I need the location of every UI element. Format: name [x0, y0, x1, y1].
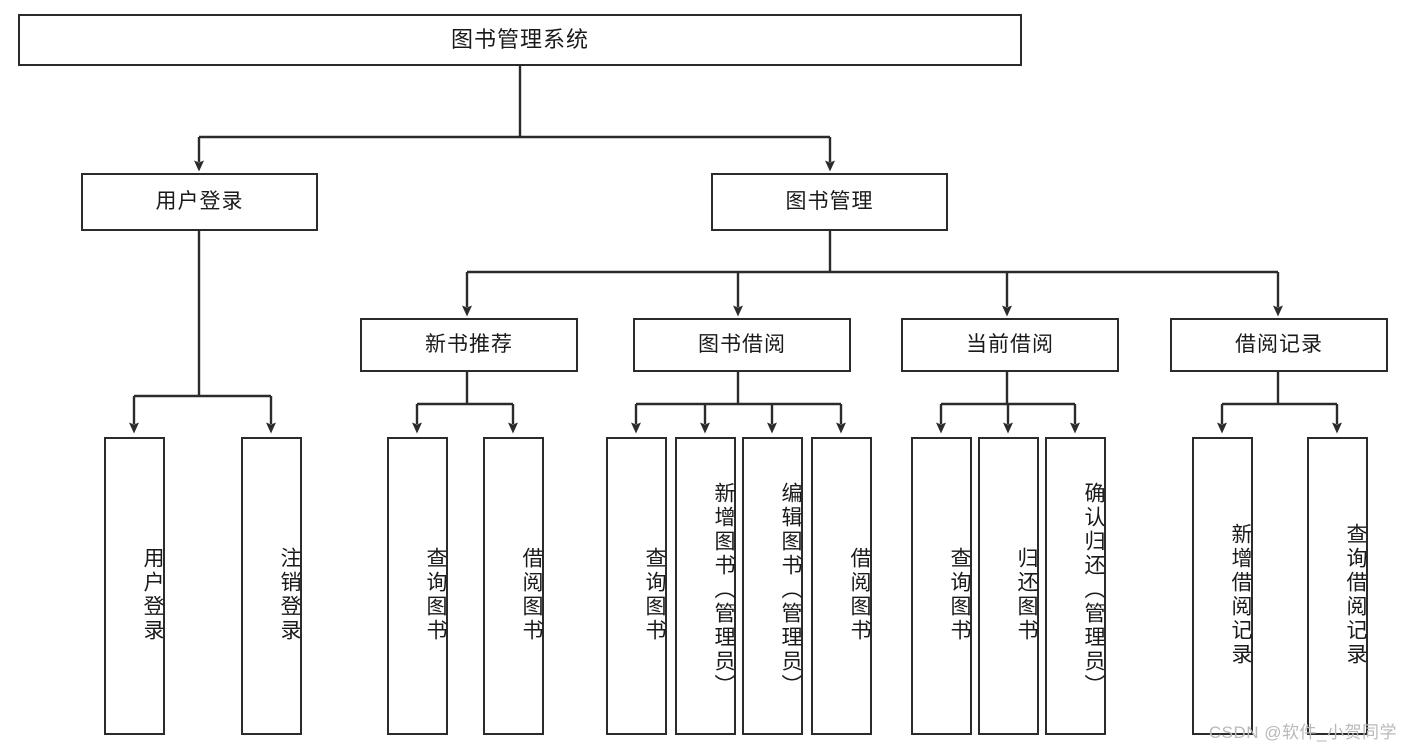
node-root-system[interactable]: 图书管理系统: [18, 14, 1022, 66]
node-leaf-confirm-return[interactable]: 确认归还（管理员）: [1045, 437, 1106, 735]
node-book-borrow[interactable]: 图书借阅: [633, 318, 851, 372]
node-new-book-recommend[interactable]: 新书推荐: [360, 318, 578, 372]
node-leaf-add-book[interactable]: 新增图书（管理员）: [675, 437, 736, 735]
node-leaf-user-login[interactable]: 用户登录: [104, 437, 165, 735]
node-leaf-query-record[interactable]: 查询借阅记录: [1307, 437, 1368, 735]
node-leaf-query-book-2[interactable]: 查询图书: [606, 437, 667, 735]
node-borrow-record[interactable]: 借阅记录: [1170, 318, 1388, 372]
node-leaf-logout-login[interactable]: 注销登录: [241, 437, 302, 735]
node-leaf-edit-book[interactable]: 编辑图书（管理员）: [742, 437, 803, 735]
node-leaf-return-book[interactable]: 归还图书: [978, 437, 1039, 735]
node-leaf-add-record[interactable]: 新增借阅记录: [1192, 437, 1253, 735]
csdn-watermark: CSDN @软件_小贺同学: [1208, 723, 1397, 742]
node-leaf-borrow-book-2[interactable]: 借阅图书: [811, 437, 872, 735]
node-leaf-borrow-book-1[interactable]: 借阅图书: [483, 437, 544, 735]
node-user-login[interactable]: 用户登录: [81, 173, 318, 231]
node-leaf-query-book-1[interactable]: 查询图书: [387, 437, 448, 735]
node-book-manage[interactable]: 图书管理: [711, 173, 948, 231]
node-current-borrow[interactable]: 当前借阅: [901, 318, 1119, 372]
node-leaf-query-book-3[interactable]: 查询图书: [911, 437, 972, 735]
